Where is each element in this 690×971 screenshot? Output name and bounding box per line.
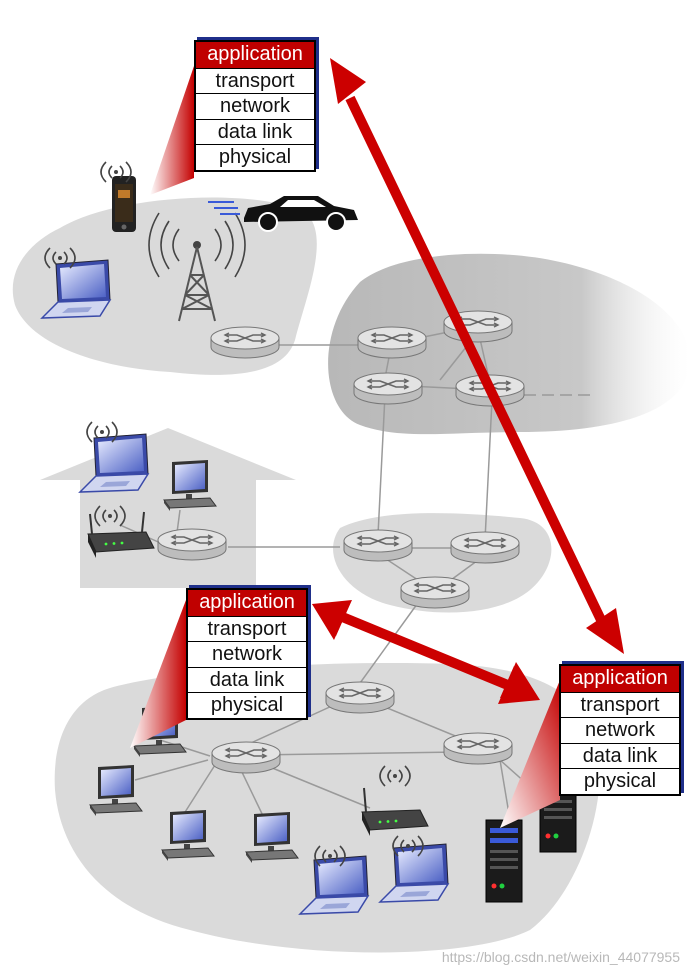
- watermark: https://blog.csdn.net/weixin_44077955: [441, 949, 680, 965]
- stack-layer-data-link: data link: [188, 666, 306, 693]
- router-isp-3: [353, 372, 423, 405]
- stack-layer-physical: physical: [196, 144, 314, 170]
- stack-layer-transport: transport: [561, 691, 679, 718]
- stack-layer-transport: transport: [188, 615, 306, 642]
- stack-callout-right: [500, 680, 560, 828]
- smartphone-icon: [112, 176, 136, 232]
- stack-layer-network: network: [196, 93, 314, 119]
- server-icon: [485, 819, 523, 903]
- stack-layer-application: application: [561, 666, 679, 692]
- wireless-access-point-icon: [87, 511, 155, 558]
- end-to-end-arrow: [330, 58, 624, 654]
- stack-layer-data-link: data link: [196, 118, 314, 145]
- protocol-stack-server: application transport network data link …: [559, 664, 681, 796]
- cell-tower-icon: [148, 212, 246, 322]
- stack-layer-application: application: [196, 42, 314, 68]
- server-client-arrow: [312, 600, 540, 704]
- stack-layer-network: network: [188, 641, 306, 667]
- stack-layer-application: application: [188, 590, 306, 616]
- stack-layer-transport: transport: [196, 67, 314, 94]
- router-regional-3: [400, 576, 470, 609]
- router-regional-1: [343, 529, 413, 562]
- stack-callout-top: [150, 66, 194, 195]
- stack-layer-data-link: data link: [561, 742, 679, 769]
- router-mobile-edge: [210, 326, 280, 359]
- protocol-stack-client: application transport network data link …: [186, 588, 308, 720]
- protocol-stack-mobile: application transport network data link …: [194, 40, 316, 172]
- router-home: [157, 528, 227, 561]
- stack-layer-physical: physical: [561, 768, 679, 794]
- router-isp-1: [357, 326, 427, 359]
- router-institution-1: [325, 681, 395, 714]
- stack-callout-middle: [130, 600, 186, 748]
- stack-layer-physical: physical: [188, 692, 306, 718]
- stack-layer-network: network: [561, 717, 679, 743]
- router-institution-2: [211, 741, 281, 774]
- router-institution-3: [443, 732, 513, 765]
- wireless-access-point-icon: [361, 787, 429, 836]
- car-icon: [208, 196, 358, 232]
- router-regional-2: [450, 531, 520, 564]
